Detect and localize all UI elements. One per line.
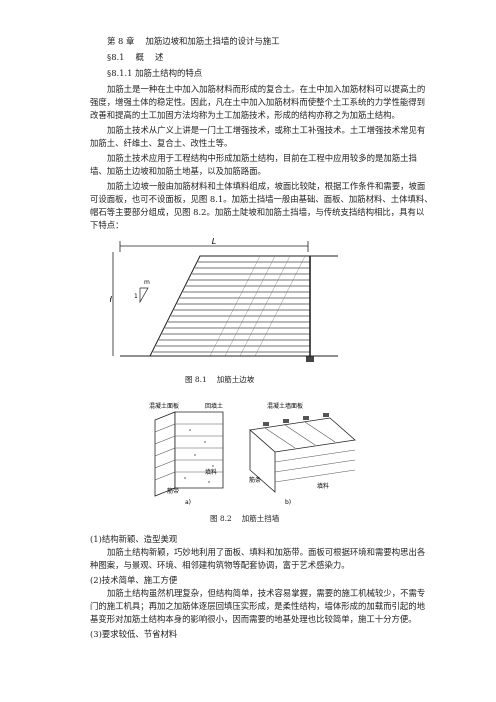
chapter-title: 第 8 章 加筋边坡和加筋土挡墙的设计与施工 (107, 36, 280, 46)
feature3-title: (3)要求较低、节省材料 (90, 629, 178, 639)
feature1-line2: 种图案，与景观、环境、相邻建构筑物等配套协调，富于艺术感染力。 (90, 560, 350, 570)
label-L: L (212, 238, 216, 246)
label-H: H (110, 295, 112, 304)
label-strip-a: 筋带 (167, 487, 179, 495)
section-title: §8.1 概 述 (107, 52, 164, 62)
para4-line4: 下特点： (90, 220, 124, 230)
para3-line1: 加筋土技术应用于工程结构中形成加筋土结构，目前在工程中应用较多的是加筋土挡 (107, 153, 417, 163)
feature2-title: (2)技术简单、施工方便 (90, 575, 178, 585)
label-concrete-panel-b: 混凝土墙面板 (267, 402, 303, 410)
label-a: a) (185, 499, 191, 506)
feature2-line1: 加筋土结构虽然机理复杂，但结构简单，技术容易掌握，需要的施工机械较少，不需专 (107, 588, 426, 598)
figure1-caption: 图 8.1 加筋土边坡 (185, 375, 255, 384)
para1-line2: 强度，增强土体的稳定性。因此，凡在土中加入加筋材料而使整个土工系统的力学性能得到 (90, 97, 425, 107)
label-fill-b: 填料 (317, 482, 329, 490)
subsection-title: §8.1.1 加筋土结构的特点 (107, 68, 203, 78)
figure2-caption: 图 8.2 加筋土挡墙 (210, 514, 280, 523)
label-strip-b: 筋条 (249, 476, 261, 484)
para4-line1: 加筋土边坡一般由加筋材料和土体填料组成，坡面比较陡，根据工作条件和需要，坡面 (107, 181, 426, 191)
feature2-line3: 基变形对加筋土结构本身的影响很小，因而需要的地基处理也比较简单，施工十分方便。 (90, 614, 417, 624)
label-1: 1 (134, 293, 138, 300)
label-fill-a: 填料 (205, 468, 217, 476)
para2-line1: 加筋土技术从广义上讲是一门土工增强技术，或称土工补强技术。土工增强技术常见有 (107, 125, 426, 135)
para1-line3: 改善和提高的土工加固方法均称为土工加筋技术，形成的结构亦称之为加筋土结构。 (90, 110, 400, 120)
label-backfill: 回填土 (205, 402, 223, 410)
para3-line2: 墙、加筋土边坡和加筋土地基，以及加筋路面。 (90, 166, 266, 176)
feature1-title: (1)结构新颖、造型美观 (90, 534, 178, 544)
feature2-line2: 门的施工机具；再加之加筋体逐层回填压实形成，是柔性结构，墙体形成的加载而引起的地 (90, 601, 425, 611)
label-b: b) (285, 499, 291, 506)
para2-line2: 加筋土、纤维土、复合土、改性土等。 (90, 138, 233, 148)
para4-line3: 帽石等主要部分组成，见图 8.2。加筋土陡坡和加筋土挡墙，与传统支挡结构相比，具… (90, 207, 425, 217)
figure-reinforced-slope: L H m 1 (110, 238, 338, 362)
para4-line2: 可设面板，也可不设面板，见图 8.1。加筋土挡墙一般由基础、面板、加筋材料、土体… (90, 194, 433, 204)
para1-line1: 加筋土是一种在土中加入加筋材料而形成的复合土。在土中加入加筋材料可以提高土的 (107, 84, 426, 94)
label-concrete-panel-a: 混凝土面板 (149, 402, 179, 410)
figure-reinforced-wall: 混凝土面板 回填土 填料 筋带 a) 混凝土墙面板 筋条 填料 b) (149, 402, 356, 506)
feature1-line1: 加筋土结构新颖，巧妙地利用了面板、填料和加筋带。面板可根据环境和需要构思出各 (107, 547, 426, 557)
label-m: m (144, 279, 150, 286)
